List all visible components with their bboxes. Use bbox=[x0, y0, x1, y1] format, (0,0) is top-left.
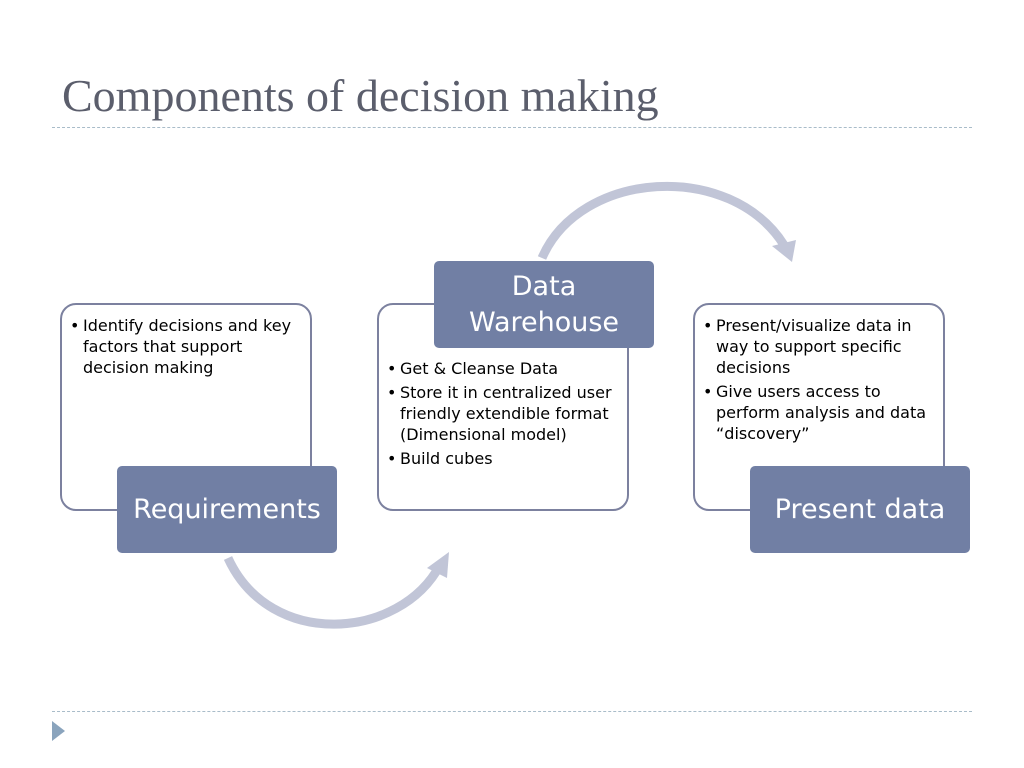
present-bullet: Give users access to perform analysis an… bbox=[703, 381, 933, 444]
slide-title: Components of decision making bbox=[62, 70, 659, 121]
triangle-right-icon[interactable] bbox=[52, 721, 65, 741]
present-bullets: Present/visualize data in way to support… bbox=[703, 315, 933, 444]
requirements-bullet: Identify decisions and key factors that … bbox=[70, 315, 300, 378]
footer-divider bbox=[52, 711, 972, 712]
warehouse-bullet: Build cubes bbox=[387, 448, 617, 469]
present-bullet: Present/visualize data in way to support… bbox=[703, 315, 933, 378]
warehouse-bullets: Get & Cleanse Data Store it in centraliz… bbox=[387, 358, 617, 469]
title-divider bbox=[52, 127, 972, 128]
requirements-details-box: Identify decisions and key factors that … bbox=[60, 303, 312, 511]
data-warehouse-label: Data Warehouse bbox=[434, 261, 654, 348]
arrow-head-to-warehouse bbox=[427, 552, 449, 578]
requirements-label: Requirements bbox=[117, 466, 337, 553]
warehouse-bullet: Store it in centralized user friendly ex… bbox=[387, 382, 617, 445]
arrow-head-to-present bbox=[772, 240, 796, 262]
present-data-label: Present data bbox=[750, 466, 970, 553]
arrow-warehouse-to-present bbox=[537, 181, 788, 260]
warehouse-bullet: Get & Cleanse Data bbox=[387, 358, 617, 379]
requirements-bullets: Identify decisions and key factors that … bbox=[70, 315, 300, 378]
warehouse-details-box: Get & Cleanse Data Store it in centraliz… bbox=[377, 303, 629, 511]
arrow-requirements-to-warehouse bbox=[223, 556, 444, 629]
